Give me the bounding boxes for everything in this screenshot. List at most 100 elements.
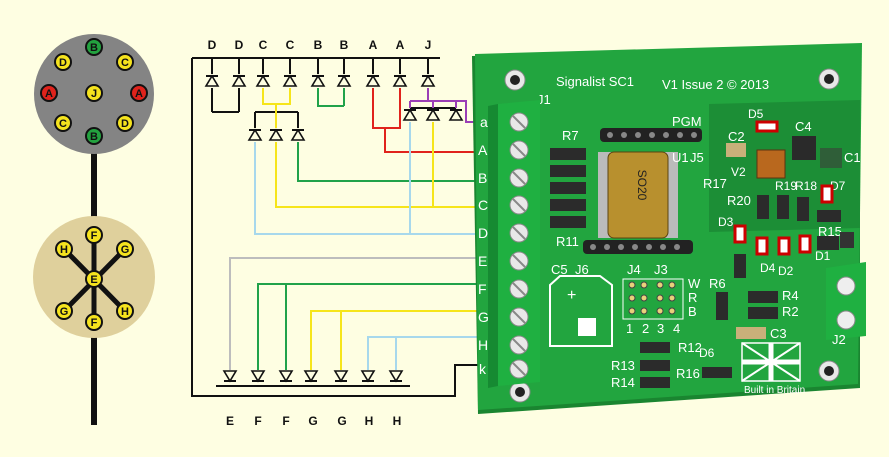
label-j5: J5 <box>690 150 704 165</box>
mounting-hole <box>509 381 531 403</box>
top-led-label: A <box>396 38 405 52</box>
svg-text:G: G <box>121 244 130 256</box>
label-d1: D1 <box>815 249 831 263</box>
label-c2: C2 <box>728 129 745 144</box>
pgm-header <box>600 128 702 142</box>
label-d2: D2 <box>778 264 794 278</box>
top-led-labels: D D C C B B A A J <box>208 38 432 52</box>
label-r19: R19 <box>775 179 797 193</box>
label-r7: R7 <box>562 128 579 143</box>
terminal-label: a <box>480 114 488 130</box>
svg-text:A: A <box>135 88 143 100</box>
label-b: B <box>688 304 697 319</box>
signal-head-upper: B D C A J A C B D <box>34 34 154 154</box>
bottom-led-label: F <box>282 414 289 428</box>
feather-left: H <box>55 240 73 258</box>
mounting-hole <box>818 360 840 382</box>
svg-text:H: H <box>60 244 68 256</box>
label-j6: J6 <box>575 262 589 277</box>
pgm-label: PGM <box>672 114 702 129</box>
terminal-label: E <box>478 253 487 269</box>
terminal-block-j1 <box>488 100 540 388</box>
lamp-left-upper: D <box>54 53 72 71</box>
svg-text:J: J <box>91 88 97 100</box>
label-d7: D7 <box>830 179 846 193</box>
terminal-label: F <box>478 281 487 297</box>
label-r16: R16 <box>676 366 700 381</box>
label-4: 4 <box>673 321 680 336</box>
top-led-label: C <box>259 38 268 52</box>
label-r2: R2 <box>782 304 799 319</box>
label-r4: R4 <box>782 288 799 303</box>
svg-text:H: H <box>121 306 129 318</box>
jumper-block <box>622 278 684 320</box>
lamp-right-lower: D <box>116 114 134 132</box>
svg-text:B: B <box>90 131 98 143</box>
top-led-label: D <box>235 38 244 52</box>
top-led-label: C <box>286 38 295 52</box>
svg-text:G: G <box>60 306 69 318</box>
label-2: 2 <box>642 321 649 336</box>
resistor-bank-left <box>550 148 586 228</box>
label-d5: D5 <box>748 107 764 121</box>
svg-text:+: + <box>567 287 576 304</box>
label-d4: D4 <box>760 261 776 275</box>
signal-head-lower: F H G E G H F <box>33 216 155 338</box>
label-v2: V2 <box>731 165 746 179</box>
j2-terminal <box>826 262 866 340</box>
label-d3: D3 <box>718 215 734 229</box>
chip-label: SO20 <box>635 170 649 201</box>
feather-left-lower: G <box>55 302 73 320</box>
board-title: Signalist SC1 <box>556 74 634 89</box>
label-j3: J3 <box>654 262 668 277</box>
label-r20: R20 <box>727 193 751 208</box>
bottom-leds <box>223 370 403 382</box>
lamp-left-lower: C <box>54 114 72 132</box>
label-d6: D6 <box>699 346 715 360</box>
svg-text:D: D <box>121 118 129 130</box>
svg-text:C: C <box>59 118 67 130</box>
svg-text:D: D <box>59 57 67 69</box>
top-led-label: J <box>425 38 432 52</box>
lamp-bottom: B <box>85 127 103 145</box>
label-r14: R14 <box>611 375 635 390</box>
terminal-label: D <box>478 225 488 241</box>
connector-label: J1 <box>537 92 551 107</box>
bottom-led-label: G <box>308 414 317 428</box>
top-led-label: D <box>208 38 217 52</box>
svg-text:B: B <box>90 42 98 54</box>
label-c4: C4 <box>795 119 812 134</box>
feather-top: F <box>85 226 103 244</box>
union-flag-icon <box>741 342 801 382</box>
board-issue: V1 Issue 2 © 2013 <box>662 77 769 92</box>
label-1: 1 <box>626 321 633 336</box>
svg-text:C: C <box>121 57 129 69</box>
mounting-hole <box>818 68 840 90</box>
lamp-top: B <box>85 38 103 56</box>
bottom-led-label: H <box>393 414 402 428</box>
label-r13: R13 <box>611 358 635 373</box>
label-c1: C1 <box>844 150 861 165</box>
bottom-led-labels: E F F G G H H <box>226 414 401 428</box>
label-3: 3 <box>657 321 664 336</box>
terminal-label: H <box>478 337 488 353</box>
top-led-label: B <box>314 38 323 52</box>
terminal-label: A <box>478 142 488 158</box>
lamp-left: A <box>40 84 58 102</box>
label-w: W <box>688 276 701 291</box>
svg-text:E: E <box>90 274 97 286</box>
pcb-board: Signalist SC1 V1 Issue 2 © 2013 J1 PGM S… <box>472 43 866 414</box>
common-wire <box>191 57 488 397</box>
label-r11: R11 <box>556 234 579 249</box>
label-c3: C3 <box>770 326 787 341</box>
top-led-label: B <box>340 38 349 52</box>
terminal-label: C <box>478 197 488 213</box>
bottom-led-label: E <box>226 414 234 428</box>
lamp-right: A <box>130 84 148 102</box>
bottom-led-label: H <box>365 414 374 428</box>
svg-text:F: F <box>91 317 98 329</box>
label-r15: R15 <box>818 224 842 239</box>
label-u1: U1 <box>672 150 689 165</box>
label-r18: R18 <box>795 179 817 193</box>
label-j2: J2 <box>832 332 846 347</box>
